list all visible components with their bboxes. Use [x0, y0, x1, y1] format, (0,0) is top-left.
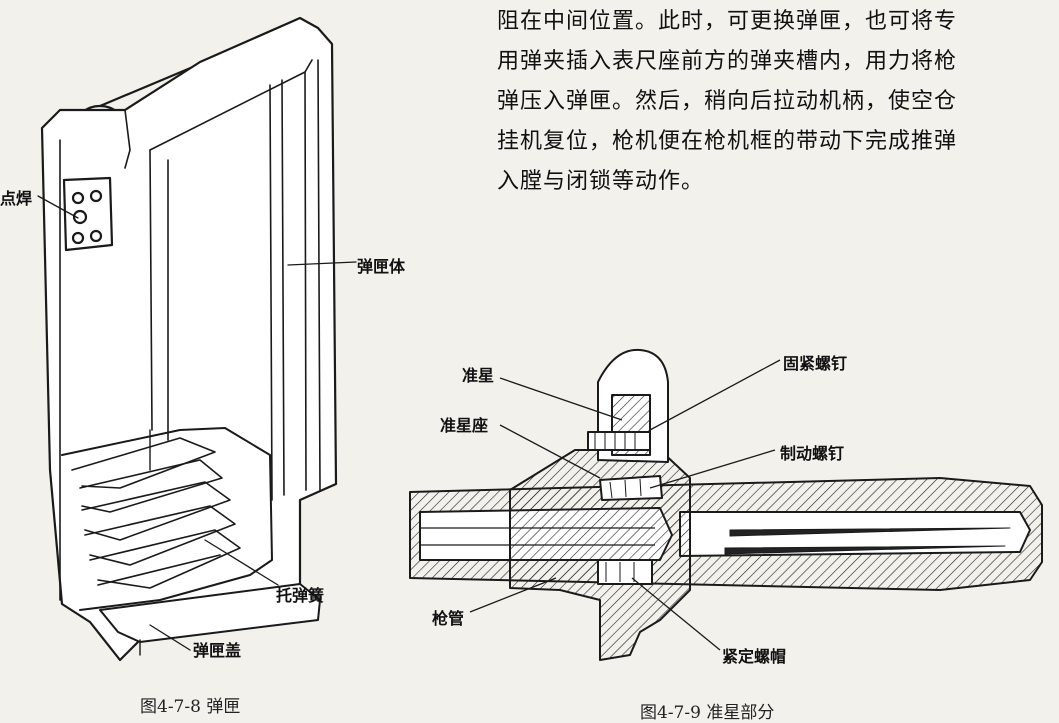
label-fixing-screw: 固紧螺钉: [783, 354, 848, 373]
paragraph-line: 用弹夹插入表尺座前方的弹夹槽内，用力将枪: [497, 49, 958, 74]
leader-lines: [469, 359, 781, 651]
label-front-sight: 准星: [462, 366, 495, 385]
label-follower-spring: 托弹簧: [276, 586, 325, 605]
paragraph-line: 弹压入弹匣。然后，稍向后拉动机柄，使空仓: [497, 89, 958, 114]
label-front-sight-base: 准星座: [440, 416, 489, 435]
label-magazine-body: 弹匣体: [357, 257, 406, 276]
paragraph-line: 挂机复位，枪机便在枪机框的带动下完成推弹: [497, 129, 958, 154]
label-magazine-cover: 弹匣盖: [193, 641, 242, 660]
magazine-shell: [40, 16, 338, 662]
label-locking-nut: 紧定螺帽: [722, 647, 787, 666]
paragraph-line: 入膛与闭锁等动作。: [497, 169, 705, 194]
leader-lines: [37, 195, 357, 651]
label-spot-weld: 点焊: [0, 189, 33, 208]
spot-weld-plate: [62, 176, 114, 252]
label-barrel: 枪管: [432, 609, 465, 628]
figure-caption-magazine: 图4-7-8 弹匣: [140, 697, 241, 717]
body-paragraph: 阻在中间位置。此时，可更换弹匣，也可将专 用弹夹插入表尺座前方的弹夹槽内，用力将…: [497, 2, 1057, 202]
label-stop-screw: 制动螺钉: [780, 444, 845, 463]
paragraph-line: 阻在中间位置。此时，可更换弹匣，也可将专: [497, 9, 958, 34]
figure-caption-front-sight: 图4-7-9 准星部分: [640, 703, 775, 723]
follower-spring: [71, 437, 241, 589]
